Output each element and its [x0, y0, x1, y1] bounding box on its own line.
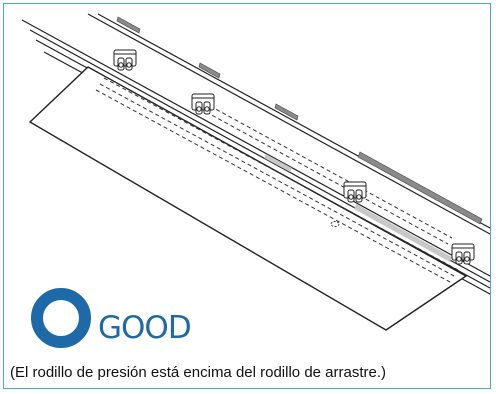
material-sheet [28, 66, 468, 331]
grit-highlights [264, 154, 452, 262]
pinch-roller-4 [451, 243, 475, 265]
center-mark [330, 221, 340, 227]
good-label: GOOD [98, 310, 192, 346]
pinch-roller-1 [113, 49, 137, 71]
pinch-roller-2 [191, 93, 215, 115]
grit-strips-upper [116, 16, 483, 225]
pinch-roller-3 [343, 181, 367, 203]
dashed-guides [95, 77, 459, 283]
caption-text: (El rodillo de presión está encima del r… [10, 364, 387, 381]
circle-ok-icon [31, 288, 91, 348]
